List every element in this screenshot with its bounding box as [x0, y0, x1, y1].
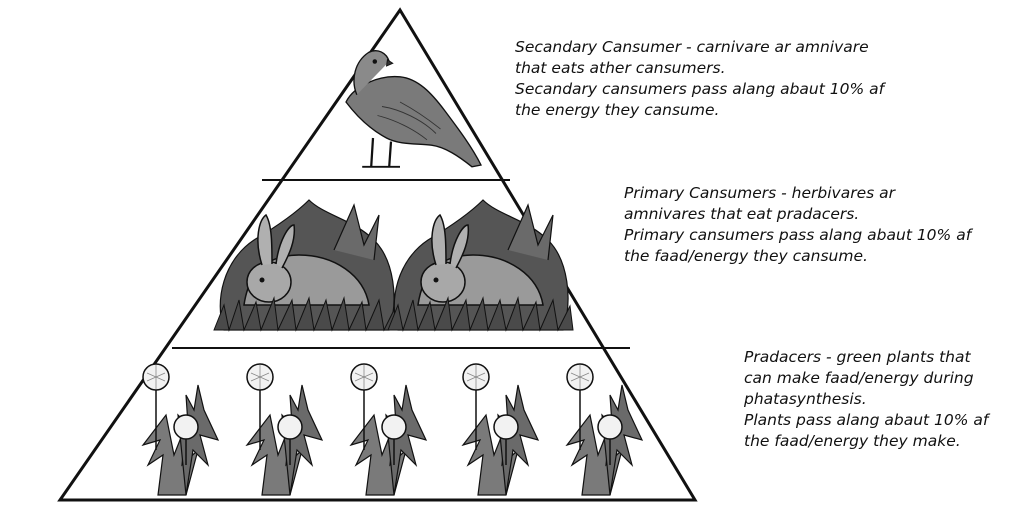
caption-line: Primary Cansumers - herbivares ar: [624, 184, 896, 202]
caption-line: Plants pass alang abaut 10% af: [744, 411, 989, 429]
primary-consumer-caption: Primary Cansumers - herbivares ar amniva…: [624, 183, 971, 267]
caption-line: amnivares that eat pradacers.: [624, 205, 860, 223]
caption-line: that eats ather cansumers.: [515, 59, 726, 77]
caption-line: the faad/energy they make.: [744, 432, 961, 450]
caption-line: the energy they cansume.: [515, 101, 720, 119]
caption-line: Primary cansumers pass alang abaut 10% a…: [624, 226, 972, 244]
caption-line: Secandary Cansumer - carnivare ar amniva…: [515, 38, 869, 56]
caption-line: phatasynthesis.: [744, 390, 867, 408]
caption-line: Secandary cansumers pass alang abaut 10%…: [515, 80, 885, 98]
producers-caption: Pradacers - green plants that can make f…: [744, 347, 988, 452]
caption-line: can make faad/energy during: [744, 369, 974, 387]
secondary-consumer-caption: Secandary Cansumer - carnivare ar amniva…: [515, 37, 884, 121]
caption-line: Pradacers - green plants that: [744, 348, 971, 366]
caption-line: the faad/energy they cansume.: [624, 247, 868, 265]
